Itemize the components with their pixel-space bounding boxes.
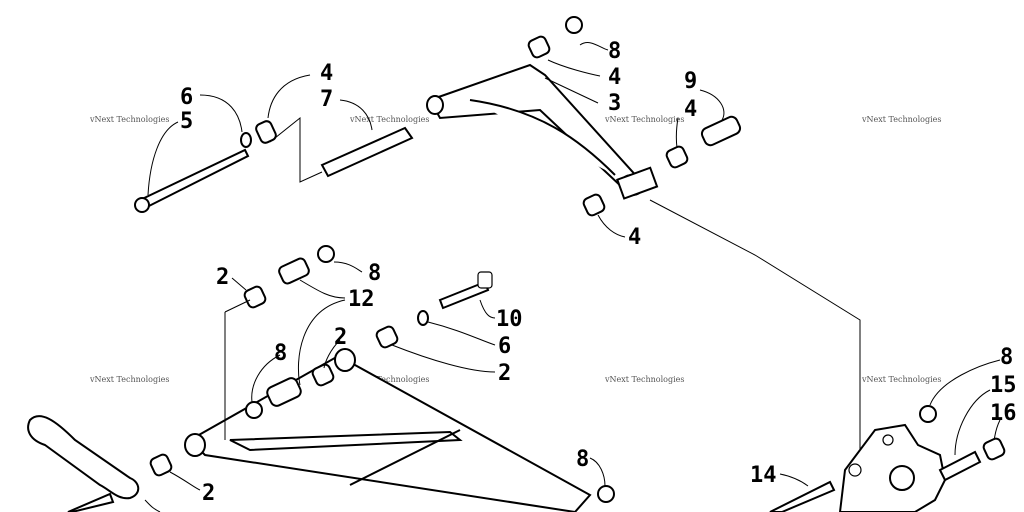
watermark-6: vNext Technologies (349, 375, 429, 384)
callout-8-lower-top: 8 (368, 261, 381, 286)
lower-bolt-head (477, 271, 493, 289)
lower-bushing-top (243, 285, 267, 309)
callout-4-left: 4 (320, 61, 333, 86)
watermark-1: vNext Technologies (89, 115, 169, 124)
watermark-8: vNext Technologies (861, 375, 941, 384)
callout-15: 15 (990, 373, 1017, 398)
callout-2-lower-top: 2 (216, 265, 229, 290)
lower-sleeve-left (266, 377, 302, 407)
callout-4-right: 4 (684, 97, 697, 122)
link-bolt (67, 492, 115, 512)
lower-sleeve-top (278, 257, 310, 285)
lower-bolt (438, 280, 490, 310)
callout-2-lower-mid: 2 (334, 325, 347, 350)
spindle-bushing (982, 437, 1006, 461)
callout-4-top: 4 (608, 65, 621, 90)
upper-bushing-left (255, 120, 277, 144)
lower-washer (417, 310, 429, 326)
watermark-2: vNext Technologies (349, 115, 429, 124)
upper-sleeve (320, 126, 414, 178)
lower-nut-right (597, 485, 615, 503)
callout-9: 9 (684, 69, 697, 94)
lower-bushing-front (149, 453, 173, 477)
callout-6-lower: 6 (498, 334, 511, 359)
callout-8-spindle: 8 (1000, 345, 1013, 370)
watermark-7: vNext Technologies (604, 375, 684, 384)
upper-sleeve-right (700, 115, 742, 147)
upper-bushing-bottom (582, 193, 606, 217)
callout-4-bottom: 4 (628, 225, 641, 250)
callout-8-lower-left: 8 (274, 341, 287, 366)
upper-bushing-right (665, 145, 689, 169)
link-arm (27, 415, 140, 500)
upper-a-arm (426, 63, 659, 200)
lower-a-arm (184, 348, 592, 512)
callout-2-lower-front: 2 (202, 481, 215, 506)
lower-bushing-mid (375, 325, 399, 349)
lower-nut-top (317, 245, 335, 263)
lower-nut-left (245, 401, 263, 419)
callout-14: 14 (750, 463, 777, 488)
callout-8-top: 8 (608, 39, 621, 64)
spindle-pin (938, 450, 982, 482)
callout-7: 7 (320, 87, 333, 112)
upper-washer (240, 132, 252, 148)
watermark-3: vNext Technologies (604, 115, 684, 124)
callout-5: 5 (180, 109, 193, 134)
callout-16: 16 (990, 401, 1017, 426)
callout-2-lower-right: 2 (498, 361, 511, 386)
watermark-5: vNext Technologies (89, 375, 169, 384)
lower-bushing-left (311, 363, 335, 387)
callout-6-upper: 6 (180, 85, 193, 110)
tie-bolt (769, 480, 836, 512)
callout-8-lower-right: 8 (576, 447, 589, 472)
callout-3: 3 (608, 91, 621, 116)
upper-bushing-top (527, 35, 551, 59)
spindle-knuckle (838, 423, 947, 512)
spindle-nut (919, 405, 937, 423)
upper-bolt (134, 148, 250, 213)
upper-nut (565, 16, 583, 34)
callout-12: 12 (348, 287, 375, 312)
callout-10: 10 (496, 307, 523, 332)
watermark-4: vNext Technologies (861, 115, 941, 124)
